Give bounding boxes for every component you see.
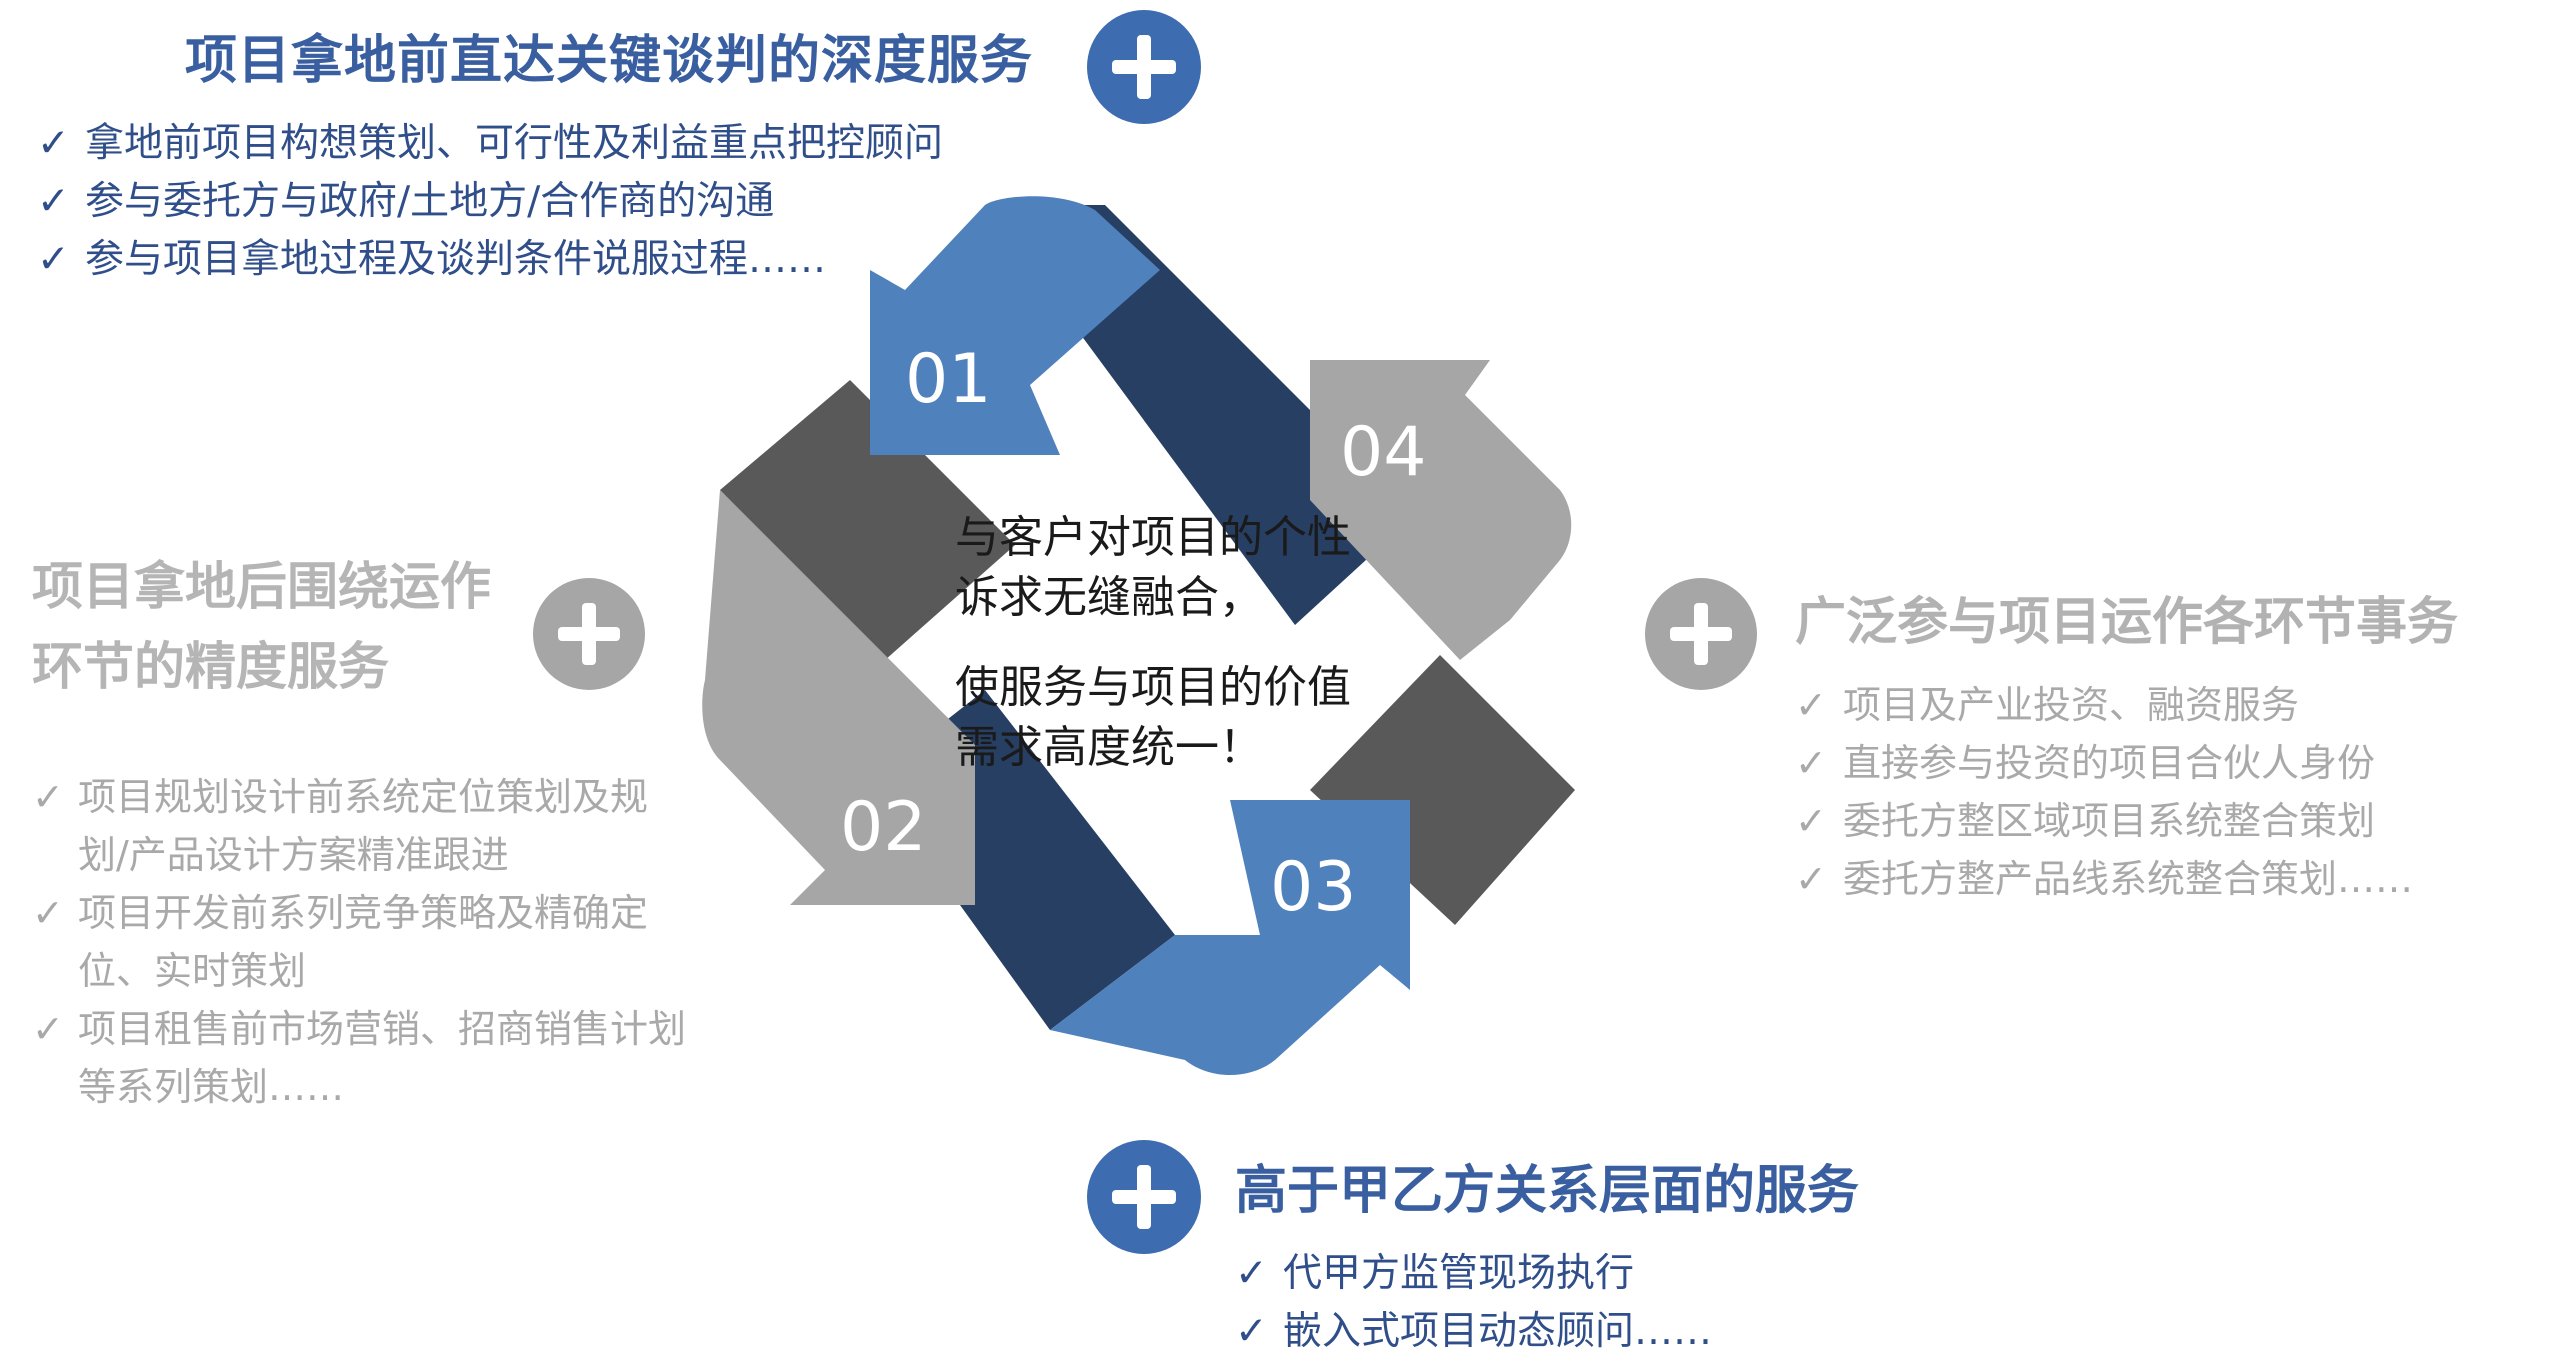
section-title: 广泛参与项目运作各环节事务 <box>1795 593 2459 652</box>
step-01-arrow: 01 <box>870 196 1160 455</box>
section-title: 项目拿地前直达关键谈判的深度服务 <box>185 31 1034 91</box>
section-beyond-contract: 高于甲乙方关系层面的服务 ✓代甲方监管现场执行 ✓嵌入式项目动态顾问…… <box>1235 1148 1859 1361</box>
list-item: ✓项目及产业投资、融资服务 <box>1795 676 2458 734</box>
list-item: ✓项目规划设计前系统定位策划及规划/产品设计方案精准跟进 <box>32 768 698 884</box>
check-icon: ✓ <box>1795 683 1827 727</box>
check-icon: ✓ <box>1235 1251 1268 1296</box>
section-list: ✓拿地前项目构想策划、可行性及利益重点把控顾问 ✓参与委托方与政府/土地方/合作… <box>37 115 1033 289</box>
check-icon: ✓ <box>37 179 70 224</box>
list-item: ✓委托方整产品线系统整合策划…… <box>1795 850 2458 908</box>
list-item: ✓嵌入式项目动态顾问…… <box>1235 1303 1859 1361</box>
check-icon: ✓ <box>1795 741 1827 785</box>
step-02-arrow: 02 <box>702 490 975 905</box>
check-icon: ✓ <box>37 121 70 166</box>
check-icon: ✓ <box>1235 1309 1268 1354</box>
list-item: ✓委托方整区域项目系统整合策划 <box>1795 792 2458 850</box>
list-item: ✓拿地前项目构想策划、可行性及利益重点把控顾问 <box>37 115 1033 173</box>
list-item: ✓项目租售前市场营销、招商销售计划等系列策划…… <box>32 1000 698 1116</box>
check-icon: ✓ <box>1795 799 1827 843</box>
step-03-arrow: 03 <box>1050 800 1410 1075</box>
section-operations: 广泛参与项目运作各环节事务 ✓项目及产业投资、融资服务 ✓直接参与投资的项目合伙… <box>1795 580 2458 908</box>
check-icon: ✓ <box>32 1007 64 1051</box>
list-item: ✓参与项目拿地过程及谈判条件说服过程…… <box>37 231 1033 289</box>
list-item: ✓项目开发前系列竞争策略及精确定位、实时策划 <box>32 884 698 1000</box>
list-item: ✓参与委托方与政府/土地方/合作商的沟通 <box>37 173 1033 231</box>
step-01-label: 01 <box>905 340 992 419</box>
plus-icon-right <box>1645 578 1757 690</box>
band-left-dark <box>720 380 1015 660</box>
step-03-label: 03 <box>1270 848 1357 927</box>
section-pre-acquisition: 项目拿地前直达关键谈判的深度服务 ✓拿地前项目构想策划、可行性及利益重点把控顾问… <box>37 18 1034 289</box>
section-post-acquisition: 项目拿地后围绕运作环节的精度服务 ✓项目规划设计前系统定位策划及规划/产品设计方… <box>32 548 698 1116</box>
center-statement: 与客户对项目的个性诉求无缝融合， 使服务与项目的价值需求高度统一！ <box>955 508 1375 778</box>
check-icon: ✓ <box>32 775 64 819</box>
section-list: ✓代甲方监管现场执行 ✓嵌入式项目动态顾问…… <box>1235 1245 1859 1361</box>
band-right-dark <box>1310 655 1575 925</box>
check-icon: ✓ <box>37 237 70 282</box>
center-line-1: 与客户对项目的个性诉求无缝融合， <box>955 512 1351 623</box>
center-line-2: 使服务与项目的价值需求高度统一！ <box>955 662 1351 773</box>
check-icon: ✓ <box>32 891 64 935</box>
list-item: ✓代甲方监管现场执行 <box>1235 1245 1859 1303</box>
section-title: 项目拿地后围绕运作环节的精度服务 <box>32 558 492 697</box>
plus-icon-bottom <box>1087 1140 1201 1254</box>
plus-icon-top <box>1087 10 1201 124</box>
plus-icon-left <box>533 578 645 690</box>
step-04-label: 04 <box>1340 413 1427 492</box>
step-02-label: 02 <box>840 788 927 867</box>
check-icon: ✓ <box>1795 857 1827 901</box>
section-list: ✓项目及产业投资、融资服务 ✓直接参与投资的项目合伙人身份 ✓委托方整区域项目系… <box>1795 676 2458 908</box>
list-item: ✓直接参与投资的项目合伙人身份 <box>1795 734 2458 792</box>
section-title: 高于甲乙方关系层面的服务 <box>1235 1161 1860 1221</box>
section-list: ✓项目规划设计前系统定位策划及规划/产品设计方案精准跟进 ✓项目开发前系列竞争策… <box>32 768 698 1116</box>
step-04-arrow: 04 <box>1310 360 1572 660</box>
